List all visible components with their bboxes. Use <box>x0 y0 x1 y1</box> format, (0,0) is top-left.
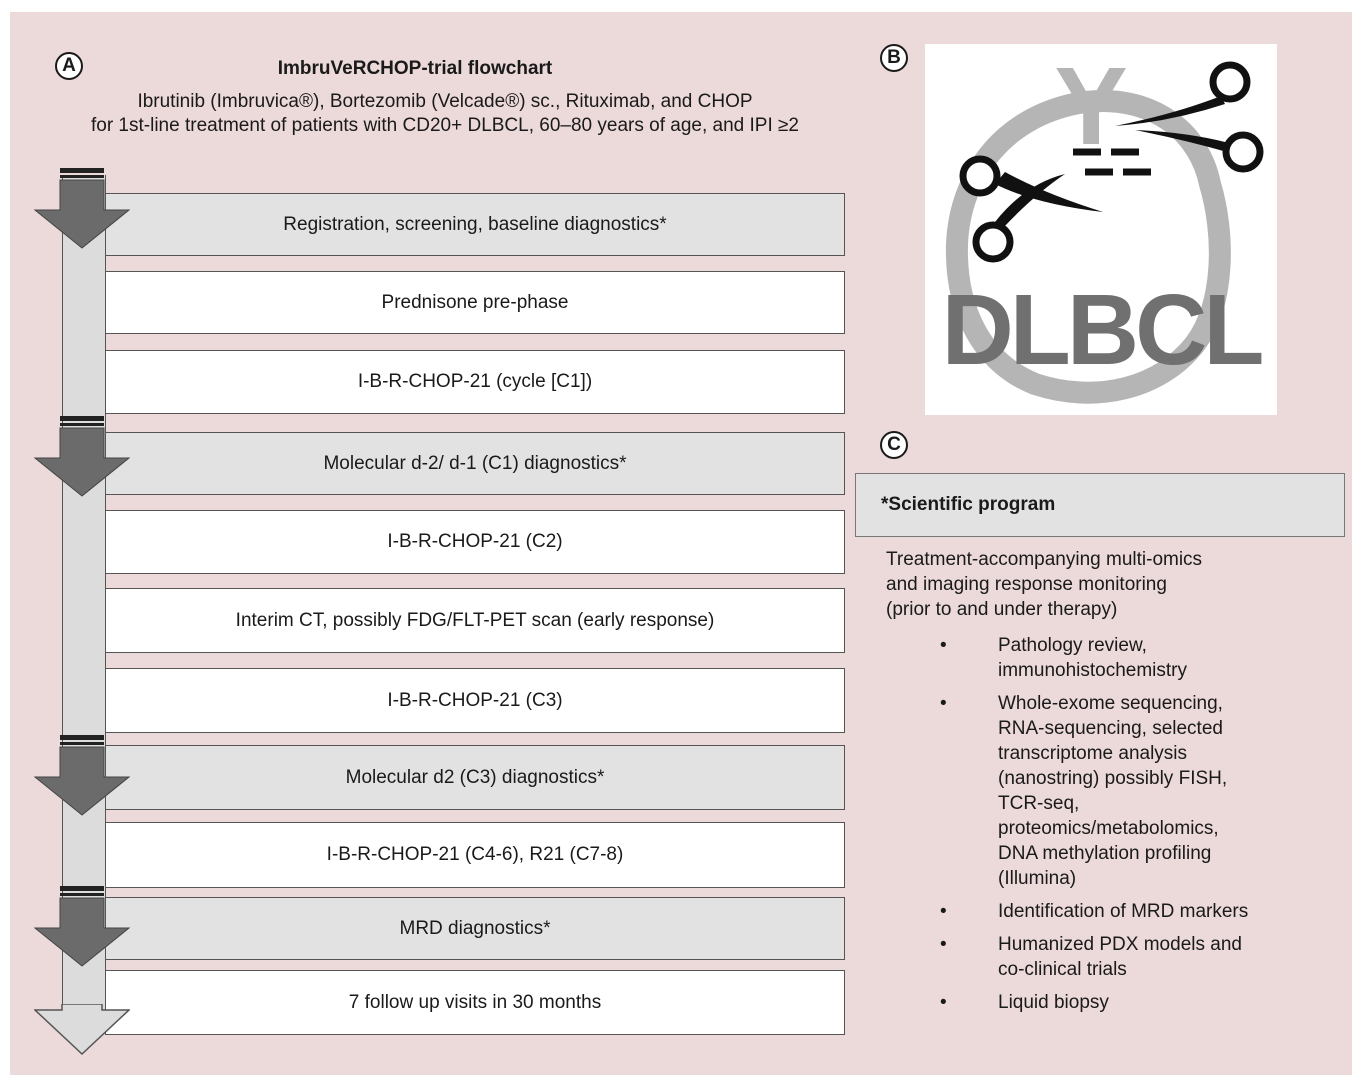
panel-a-label: A <box>55 52 83 80</box>
dlbcl-cell-svg: Y DLBCL <box>942 45 1266 404</box>
step-cycle-1: I-B-R-CHOP-21 (cycle [C1]) <box>105 350 845 414</box>
flowchart-title: ImbruVeRCHOP-trial flowchart <box>277 58 553 79</box>
scissors-icon <box>1115 61 1264 173</box>
bullet-icon: • <box>940 934 947 955</box>
intro-line: (prior to and under therapy) <box>886 599 1118 620</box>
bullet-text: co-clinical trials <box>998 959 1127 980</box>
bullet-text: Identification of MRD markers <box>998 901 1249 922</box>
list-item: • Whole-exome sequencing, RNA-sequencing… <box>940 691 1340 891</box>
step-molecular-c1: Molecular d-2/ d-1 (C1) diagnostics* <box>105 432 845 495</box>
bullet-icon: • <box>940 992 947 1013</box>
list-item: • Identification of MRD markers <box>940 899 1340 924</box>
antibody-glyph: Y <box>1054 45 1127 168</box>
list-item: • Pathology review, immunohistochemistry <box>940 633 1340 683</box>
bullet-text: Pathology review, <box>998 635 1147 656</box>
intro-line: and imaging response monitoring <box>886 574 1167 595</box>
scientific-program-intro: Treatment-accompanying multi-omics and i… <box>886 547 1326 622</box>
intro-line: Treatment-accompanying multi-omics <box>886 549 1203 570</box>
arrow-down-icon <box>34 168 130 249</box>
bullet-text: Humanized PDX models and <box>998 934 1242 955</box>
bullet-text: proteomics/metabolomics, <box>998 818 1219 839</box>
arrow-down-icon <box>34 886 130 967</box>
arrow-down-icon <box>34 735 130 816</box>
bullet-icon: • <box>940 901 947 922</box>
step-prednisone: Prednisone pre-phase <box>105 271 845 334</box>
bullet-text: (Illumina) <box>998 868 1077 889</box>
timeline-spine <box>62 175 106 1010</box>
step-cycle-3: I-B-R-CHOP-21 (C3) <box>105 668 845 733</box>
arrow-end-icon <box>34 1004 130 1056</box>
step-interim-ct: Interim CT, possibly FDG/FLT-PET scan (e… <box>105 588 845 653</box>
bullet-text: DNA methylation profiling <box>998 843 1212 864</box>
scientific-program-list: • Pathology review, immunohistochemistry… <box>940 633 1340 1023</box>
bullet-icon: • <box>940 635 947 656</box>
bullet-text: TCR-seq, <box>998 793 1080 814</box>
panel-b-label: B <box>880 44 908 72</box>
step-molecular-c3: Molecular d2 (C3) diagnostics* <box>105 745 845 810</box>
step-cycles-4-8: I-B-R-CHOP-21 (C4-6), R21 (C7-8) <box>105 822 845 888</box>
dlbcl-text: DLBCL <box>942 274 1263 386</box>
panel-c-label: C <box>880 431 908 459</box>
step-cycle-2: I-B-R-CHOP-21 (C2) <box>105 510 845 574</box>
step-registration: Registration, screening, baseline diagno… <box>105 193 845 256</box>
bullet-text: immunohistochemistry <box>998 660 1187 681</box>
step-mrd: MRD diagnostics* <box>105 897 845 960</box>
arrow-down-icon <box>34 416 130 497</box>
bullet-text: (nanostring) possibly FISH, <box>998 768 1228 789</box>
bullet-icon: • <box>940 693 947 714</box>
subtitle-line-2: for 1st-line treatment of patients with … <box>90 115 799 136</box>
bullet-text: Whole-exome sequencing, <box>998 693 1223 714</box>
bullet-text: Liquid biopsy <box>998 992 1109 1013</box>
flowchart-subtitle: Ibrutinib (Imbruvica®), Bortezomib (Velc… <box>20 90 870 138</box>
list-item: • Liquid biopsy <box>940 990 1340 1015</box>
scissors-icon <box>959 155 1103 263</box>
step-follow-up: 7 follow up visits in 30 months <box>105 970 845 1035</box>
cell-membrane <box>945 90 1231 404</box>
bullet-text: transcriptome analysis <box>998 743 1188 764</box>
bullet-text: RNA-sequencing, selected <box>998 718 1223 739</box>
dlbcl-illustration: Y DLBCL <box>925 44 1277 415</box>
subtitle-line-1: Ibrutinib (Imbruvica®), Bortezomib (Velc… <box>137 91 753 112</box>
list-item: • Humanized PDX models and co-clinical t… <box>940 932 1340 982</box>
scientific-program-header: *Scientific program <box>855 473 1345 537</box>
